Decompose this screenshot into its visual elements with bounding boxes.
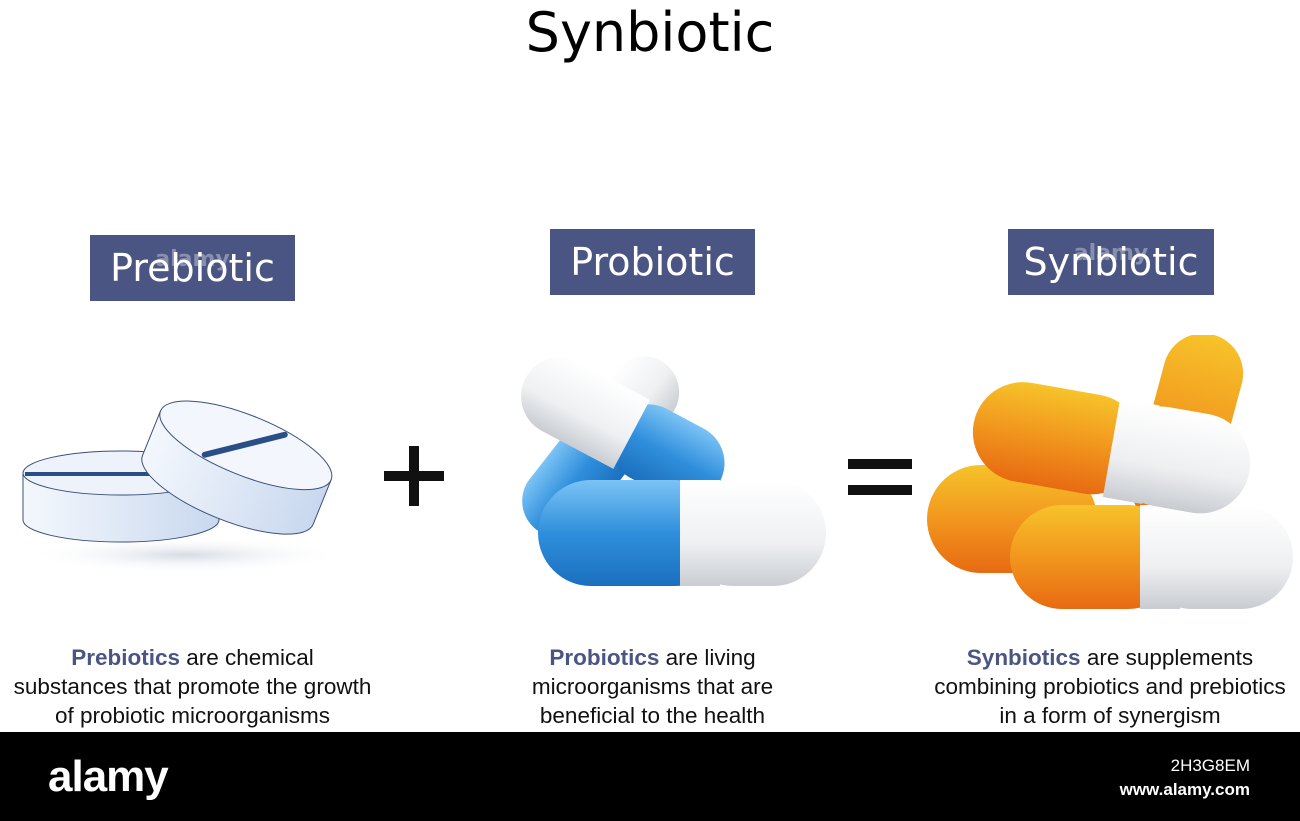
probiotic-description: Probiotics are living microorganisms tha… xyxy=(531,645,774,728)
synbiotic-label: alamy Synbiotic xyxy=(1008,229,1214,295)
probiotic-label: Probiotic xyxy=(550,229,755,295)
probiotic-term: Probiotics xyxy=(549,645,660,670)
prebiotic-label: alamy Prebiotic xyxy=(90,235,295,301)
tablets-icon xyxy=(22,400,345,573)
image-id: 2H3G8EM xyxy=(1170,756,1250,775)
equals-sign xyxy=(848,459,912,495)
prebiotic-term: Prebiotics xyxy=(71,645,180,670)
synbiotic-description: Synbiotics are supplements combining pro… xyxy=(934,645,1286,728)
blue-capsules-icon xyxy=(521,356,826,586)
footer-url[interactable]: www.alamy.com xyxy=(1119,780,1250,799)
plus-sign xyxy=(384,446,444,506)
alamy-logo: alamy xyxy=(48,752,169,801)
prebiotic-description: Prebiotics are chemical substances that … xyxy=(13,645,372,728)
synbiotic-term: Synbiotics xyxy=(966,645,1081,670)
page-title: Synbiotic xyxy=(525,1,775,64)
footer-bar: alamy 2H3G8EM www.alamy.com xyxy=(0,732,1300,821)
orange-capsules-icon xyxy=(927,335,1293,609)
